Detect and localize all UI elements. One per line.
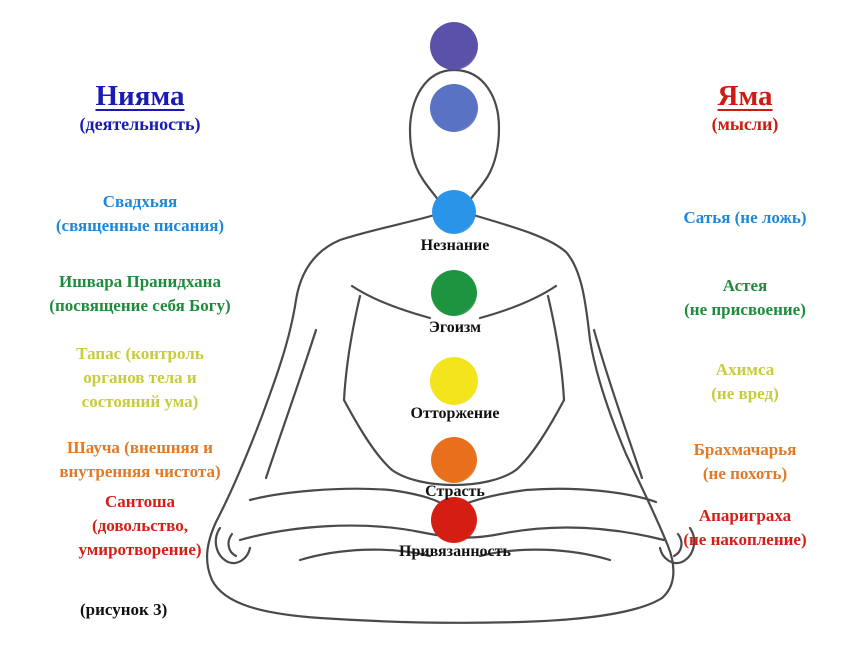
yama-item-2: Астея (не присвоение)	[625, 274, 865, 322]
yama-item-5: Апариграха (не накопление)	[625, 504, 865, 552]
chakra-label-attachment: Привязанность	[399, 543, 511, 560]
chakra-throat-blue	[432, 190, 476, 234]
chakra-label-ignorance: Незнание	[420, 237, 490, 254]
niyama-item-2-line2: (посвящение себя Богу)	[49, 296, 231, 315]
figure-body-outline	[206, 212, 675, 624]
yama-item-3-line1: Ахимса	[715, 360, 775, 379]
niyama-item-3-line3: состояний ума)	[81, 392, 199, 411]
chakra-sacral-orange	[431, 437, 477, 483]
niyama-item-1-line1: Свадхьяя	[102, 192, 178, 211]
chakra-label-passion: Страсть	[425, 483, 485, 500]
niyama-item-4: Шауча (внешняя и внутренняя чистота)	[0, 436, 280, 484]
chakra-crown-violet	[430, 22, 478, 70]
niyama-item-5-line3: умиротворение)	[78, 540, 202, 559]
yama-item-2-line2: (не присвоение)	[684, 300, 806, 319]
figure-caption: (рисунок 3)	[80, 600, 168, 619]
niyama-item-5-line1: Сантоша	[104, 492, 176, 511]
yama-item-5-line1: Апариграха	[698, 506, 792, 525]
niyama-item-1: Свадхьяя (священные писания)	[0, 190, 280, 238]
niyama-title: Нияма	[95, 80, 185, 112]
yama-item-1: Сатья (не ложь)	[625, 206, 865, 230]
yama-item-5-line2: (не накопление)	[683, 530, 807, 549]
figure-head	[408, 68, 501, 216]
niyama-item-4-line2: внутренняя чистота)	[59, 462, 221, 481]
chakra-label-rejection: Отторжение	[410, 405, 500, 422]
niyama-item-5: Сантоша (довольство, умиротворение)	[0, 490, 280, 562]
yama-item-2-line1: Астея	[722, 276, 768, 295]
chakra-heart-green	[431, 270, 477, 316]
yama-item-4-line2: (не похоть)	[702, 464, 788, 483]
niyama-subtitle: (деятельность)	[79, 114, 201, 134]
yama-item-3: Ахимса (не вред)	[625, 358, 865, 406]
niyama-item-3: Тапас (контроль органов тела и состояний…	[0, 342, 280, 414]
niyama-item-4-line1: Шауча (внешняя и	[67, 438, 213, 457]
niyama-item-2-line1: Ишвара Пранидхана	[59, 272, 221, 291]
yama-item-4: Брахмачарья (не похоть)	[625, 438, 865, 486]
chakra-brow-indigo	[430, 84, 478, 132]
right-hand	[658, 526, 696, 565]
niyama-item-2: Ишвара Пранидхана (посвящение себя Богу)	[0, 270, 280, 318]
niyama-item-1-line2: (священные писания)	[55, 216, 225, 235]
chakra-solar-yellow	[430, 357, 478, 405]
yama-item-1-line1: Сатья (не ложь)	[683, 208, 807, 227]
yama-subtitle: (мысли)	[711, 114, 779, 134]
niyama-item-3-line1: Тапас (контроль	[76, 344, 204, 363]
chakra-label-egoism: Эгоизм	[428, 319, 482, 336]
niyama-item-3-line2: органов тела и	[83, 368, 197, 387]
yama-item-4-line1: Брахмачарья	[693, 440, 797, 459]
left-hand	[214, 526, 252, 565]
niyama-item-5-line2: (довольство,	[92, 516, 188, 535]
chakra-root-red	[431, 497, 477, 543]
yama-item-3-line2: (не вред)	[711, 384, 779, 403]
yama-title: Яма	[717, 80, 773, 112]
